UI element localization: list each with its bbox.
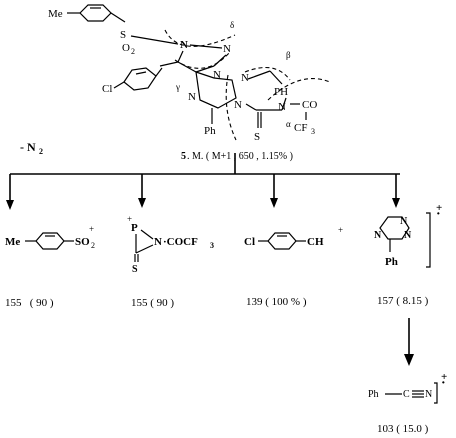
fragment-chlorobenzyl: Cl CH + <box>244 225 343 250</box>
fragment5-radical: · <box>441 376 446 391</box>
n-n-bond <box>189 44 223 49</box>
fragment2-acyl-subscript: 3 <box>210 241 214 250</box>
n-right-label: N <box>223 43 231 55</box>
cf3-label: CF <box>294 122 307 134</box>
fragment2-bond-pn <box>140 229 154 240</box>
fragment4-bracket <box>426 212 431 268</box>
fragment2-value: 155 ( 90 ) <box>131 297 174 309</box>
fragment2-acyl: ·COCF <box>163 236 198 248</box>
s-n-bond <box>130 35 179 45</box>
chloro-label: Cl <box>102 83 112 95</box>
fragment-tosyl: Me SO 2 + <box>5 224 95 250</box>
chlorophenyl-ring <box>123 67 157 91</box>
ring-bond-a <box>247 70 271 80</box>
nitrogen-loss-subscript: 2 <box>39 147 43 156</box>
fragment1-methyl: Me <box>5 236 20 248</box>
ring-n-label: N <box>278 101 286 113</box>
sulfonyl-s-label: S <box>120 29 126 41</box>
fragment5-charge: + <box>441 371 447 383</box>
fragment5-bracket <box>434 382 438 404</box>
fragment2-p: P <box>131 222 138 234</box>
fragment2-bond-cn <box>135 244 154 254</box>
fragment2-charge: + <box>127 214 132 224</box>
arrowhead-1 <box>6 200 14 210</box>
ring-bond-b <box>269 70 283 85</box>
cleavage-delta <box>164 29 236 47</box>
fragment3-ch: CH <box>307 236 324 248</box>
core-bond-a <box>177 50 184 63</box>
core-bond-c <box>177 61 197 73</box>
n-triazine-lower: N <box>234 99 242 111</box>
cleavage-beta <box>244 66 291 81</box>
cleavage-gamma <box>174 51 231 69</box>
fragment1-so2-subscript: 2 <box>91 241 95 250</box>
fragment5-value: 103 ( 15.0 ) <box>377 423 429 435</box>
fragment5-n: N <box>425 389 432 400</box>
cl-ring-bond <box>113 81 125 89</box>
aryl-core-bond <box>155 67 163 77</box>
fragment4-charge: + <box>436 202 442 214</box>
ring-bond-e <box>245 103 257 111</box>
fragment4-radical: · <box>436 207 441 222</box>
label-beta: β <box>286 50 291 60</box>
label-alpha: α <box>286 119 291 129</box>
fragment3-value: 139 ( 100 % ) <box>246 296 307 308</box>
n-triazine-upper: N <box>213 69 221 81</box>
fragment4-n2: N <box>404 230 412 241</box>
fragment1-so2: SO <box>75 236 90 248</box>
ring-bond-c <box>281 97 287 111</box>
fragment3-cl: Cl <box>244 236 255 248</box>
thione-s-label: S <box>254 131 260 143</box>
compound-ms-label: . M. ( M+1 , 650 , 1.15% ) <box>187 151 293 162</box>
arrowhead-4 <box>392 198 400 208</box>
phenyl-label: Ph <box>204 125 216 137</box>
fragment1-value: 155 ( 90 ) <box>5 297 54 309</box>
parent-molecule: Me S O 2 N N N N N N Ph PH N <box>48 4 331 162</box>
arrowhead-3 <box>270 198 278 208</box>
fragment4-ph: Ph <box>385 256 398 268</box>
cf3-subscript: 3 <box>311 127 315 136</box>
compound-number: 5 <box>181 151 186 162</box>
fragment2-n: N <box>154 236 162 248</box>
core-aryl-bond <box>159 61 179 67</box>
n-triazine-right: N <box>241 72 249 84</box>
sulfonyl-o-subscript: 2 <box>131 47 135 56</box>
fragment4-ring <box>379 216 410 240</box>
ph-atom-label: PH <box>274 86 288 98</box>
carbonyl-label: CO <box>302 99 317 111</box>
fragment1-charge: + <box>89 224 94 234</box>
fragment4-n1: N <box>400 216 408 227</box>
arrowhead-2 <box>138 198 146 208</box>
fragment5-c: C <box>403 389 410 400</box>
sulfonyl-o-label: O <box>122 42 130 54</box>
label-delta: δ <box>230 20 234 30</box>
nitrogen-loss-label: - N <box>20 140 36 154</box>
fragment5-ph: Ph <box>368 389 379 400</box>
core-bond-d <box>195 65 215 73</box>
tolyl-s-bond <box>110 12 126 23</box>
fragmentation-arrows <box>6 153 414 366</box>
fragment2-s: S <box>132 264 138 275</box>
fragment4-value: 157 ( 8.15 ) <box>377 295 429 307</box>
triazine-double <box>199 99 219 109</box>
fragment-benzonitrile: Ph C N + · <box>368 371 447 404</box>
fragment4-n3: N <box>374 230 382 241</box>
arrowhead-5 <box>404 354 414 366</box>
methyl-label: Me <box>48 8 63 20</box>
fragment3-charge: + <box>338 225 343 235</box>
n-top-label: N <box>180 39 188 51</box>
fragment-phosphirane: P + N ·COCF 3 S <box>127 214 214 275</box>
chlorophenyl-double <box>135 71 147 75</box>
n-ring-bottom: N <box>188 91 196 103</box>
label-gamma: γ <box>175 82 180 92</box>
cleavage-alpha <box>267 78 331 101</box>
fragment-phenyltriazine: N N N Ph + · <box>374 202 442 268</box>
